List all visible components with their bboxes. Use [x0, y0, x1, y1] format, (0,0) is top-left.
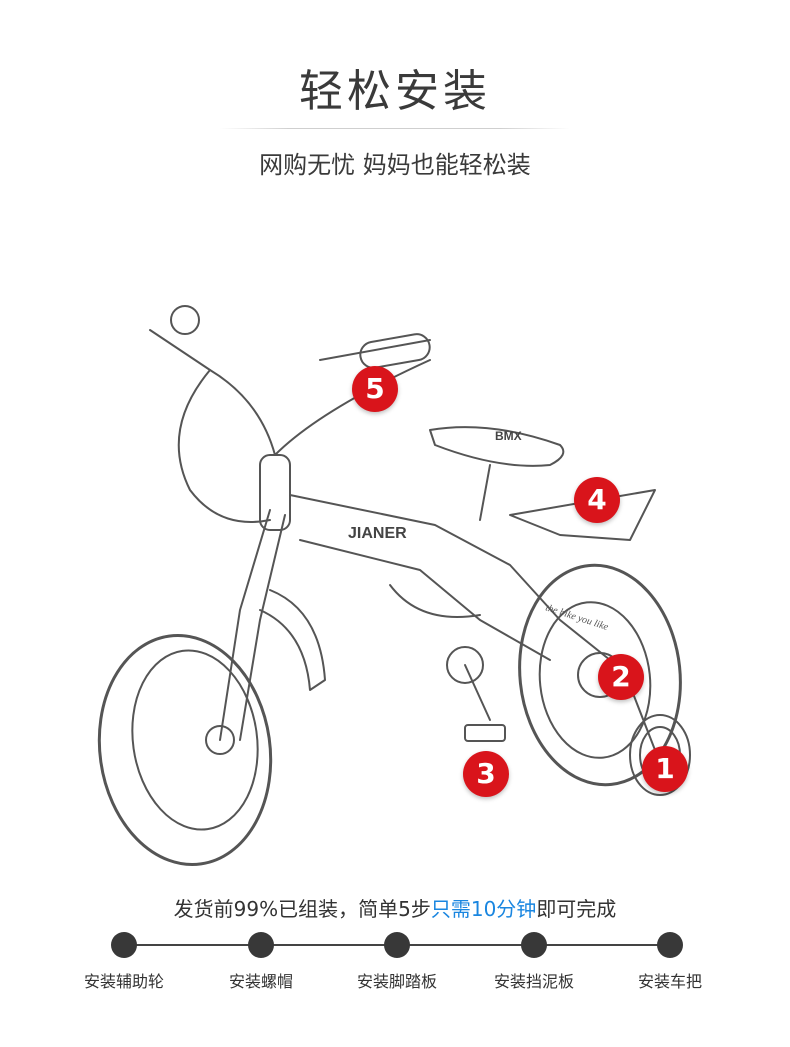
page-title: 轻松安装	[299, 66, 491, 117]
step-dot-4	[521, 932, 547, 958]
step-label-4: 安装挡泥板	[493, 972, 574, 991]
marker-3: 3	[463, 751, 509, 797]
step-label-3: 安装脚踏板	[356, 972, 437, 991]
step-dot-1	[111, 932, 137, 958]
assembly-tagline: 发货前99%已组装，简单5步只需10分钟即可完成	[0, 893, 790, 922]
step-dot-2	[248, 932, 274, 958]
bike-sketch: JIANER BMX the bike you like	[97, 305, 691, 866]
marker-5: 5	[352, 366, 398, 412]
frame-script-text: the bike you like	[544, 602, 610, 633]
title-divider	[220, 128, 570, 129]
frame-brand-text: JIANER	[348, 525, 407, 542]
marker-1: 1	[642, 746, 688, 792]
marker-2: 2	[598, 654, 644, 700]
tagline-prefix: 发货前99%已组装，简单5步	[173, 897, 431, 921]
step-dot-5	[657, 932, 683, 958]
tagline-suffix: 即可完成	[536, 897, 617, 921]
step-label-2: 安装螺帽	[228, 972, 293, 991]
step-label-5: 安装车把	[637, 972, 702, 991]
tagline-highlight: 只需10分钟	[430, 897, 537, 921]
saddle-brand-text: BMX	[495, 429, 522, 443]
bike-illustration: JIANER BMX the bike you like 5 4 2 3 1	[90, 280, 730, 870]
marker-4: 4	[574, 477, 620, 523]
step-label-1: 安装辅助轮	[83, 972, 164, 991]
page-subtitle: 网购无忧 妈妈也能轻松装	[259, 151, 531, 179]
step-dot-3	[384, 932, 410, 958]
